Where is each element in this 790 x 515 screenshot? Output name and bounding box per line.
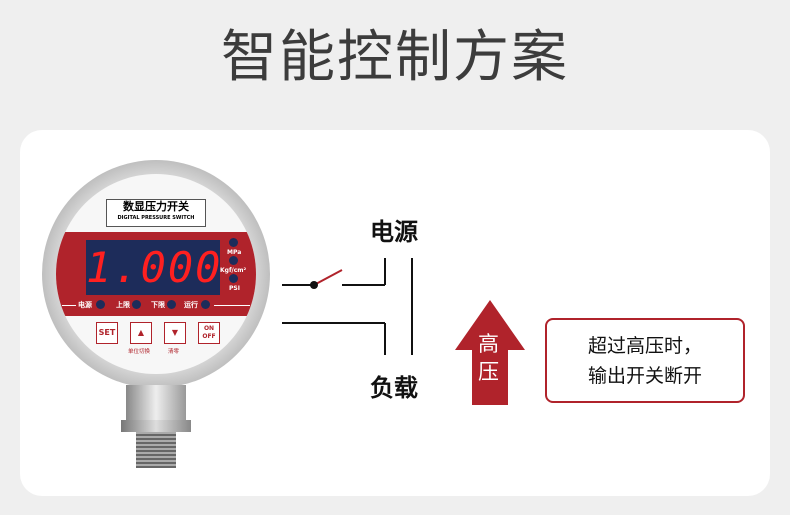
set-button[interactable]: SET bbox=[96, 322, 118, 344]
message-line: 输出开关断开 bbox=[587, 365, 702, 387]
arrow-text: 高 bbox=[478, 332, 499, 356]
up-button[interactable]: ▲ bbox=[130, 322, 152, 344]
page-title: 智能控制方案 bbox=[221, 25, 569, 90]
gauge-hex-nut bbox=[121, 420, 191, 432]
display-band: 1.000 MPa Kgf/cm² PSI 电源 上限 下限 运行 bbox=[56, 232, 256, 316]
name-cn: 数显压力开关 bbox=[123, 200, 189, 213]
name-en: DIGITAL PRESSURE SWITCH bbox=[117, 215, 195, 221]
unit-led bbox=[229, 274, 238, 283]
indicator-led bbox=[96, 300, 105, 309]
unit-led bbox=[229, 256, 238, 265]
digital-display: 1.000 bbox=[86, 240, 220, 295]
indicator-label: 运行 bbox=[184, 301, 198, 309]
power-label: 电源 bbox=[370, 218, 418, 246]
indicator-label: 电源 bbox=[78, 301, 92, 309]
nameplate: 数显压力开关 DIGITAL PRESSURE SWITCH bbox=[106, 199, 206, 227]
unit-label: PSI bbox=[229, 285, 240, 292]
message-line: 超过高压时， bbox=[587, 335, 702, 357]
indicator-led bbox=[167, 300, 176, 309]
unit-label: MPa bbox=[227, 249, 242, 256]
on-off-button[interactable]: ON OFF bbox=[198, 322, 220, 344]
message-box: 超过高压时， 输出开关断开 bbox=[545, 318, 745, 403]
gauge-thread bbox=[136, 432, 176, 468]
unit-led bbox=[229, 238, 238, 247]
indicator-led bbox=[201, 300, 210, 309]
up-caption: 单位切换 bbox=[128, 349, 151, 355]
gauge-stem bbox=[126, 385, 186, 425]
unit-label: Kgf/cm² bbox=[220, 267, 247, 274]
indicator-led bbox=[132, 300, 141, 309]
down-button[interactable]: ▼ bbox=[164, 322, 186, 344]
arrow-text: 压 bbox=[478, 360, 499, 384]
indicator-label: 上限 bbox=[116, 301, 130, 309]
indicator-label: 下限 bbox=[151, 301, 165, 309]
up-arrow-icon bbox=[455, 300, 525, 405]
load-label: 负载 bbox=[370, 374, 418, 402]
gauge-face: 数显压力开关 DIGITAL PRESSURE SWITCH 1.000 MPa… bbox=[56, 174, 256, 374]
down-caption: 清零 bbox=[168, 349, 180, 355]
